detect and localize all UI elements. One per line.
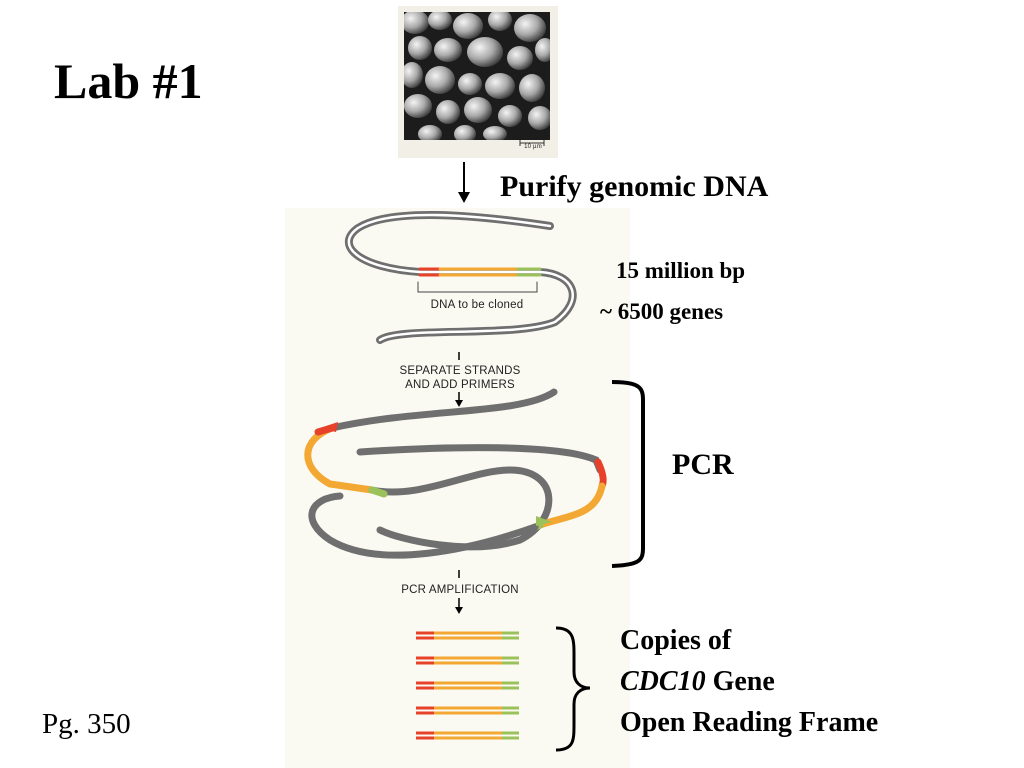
scale-bar-label: 10 µm bbox=[524, 144, 542, 150]
separate-line-2: AND ADD PRIMERS bbox=[405, 379, 515, 391]
genomic-dna bbox=[344, 210, 577, 344]
separate-strands-label: SEPARATE STRANDS AND ADD PRIMERS bbox=[390, 364, 530, 392]
separate-line-1: SEPARATE STRANDS bbox=[399, 365, 521, 377]
pcr-bracket bbox=[611, 380, 645, 568]
gene-copies bbox=[416, 631, 519, 740]
copies-brace bbox=[555, 626, 591, 752]
copies-label: Copies of CDC10 Gene Open Reading Frame bbox=[620, 620, 878, 743]
gene-name: CDC10 bbox=[620, 666, 706, 697]
copies-line-1: Copies of bbox=[620, 625, 732, 656]
copies-line-2: CDC10 Gene bbox=[620, 661, 878, 702]
slide-title: Lab #1 bbox=[54, 53, 203, 109]
pcr-label: PCR bbox=[672, 448, 734, 481]
copies-line-3: Open Reading Frame bbox=[620, 707, 879, 738]
dna-to-be-cloned-label: DNA to be cloned bbox=[430, 299, 524, 311]
page-reference: Pg. 350 bbox=[42, 708, 131, 740]
amplification-arrow bbox=[455, 598, 463, 614]
purify-arrow bbox=[458, 162, 470, 203]
separate-arrow bbox=[455, 392, 463, 407]
gene-count-label: ~ 6500 genes bbox=[600, 299, 724, 324]
separated-strands bbox=[304, 388, 607, 559]
pcr-amplification-label: PCR AMPLIFICATION bbox=[401, 584, 519, 596]
genome-size-label: 15 million bp bbox=[616, 258, 746, 283]
yeast-micrograph bbox=[398, 6, 558, 158]
gene-word: Gene bbox=[712, 666, 775, 697]
purify-label: Purify genomic DNA bbox=[500, 170, 769, 203]
